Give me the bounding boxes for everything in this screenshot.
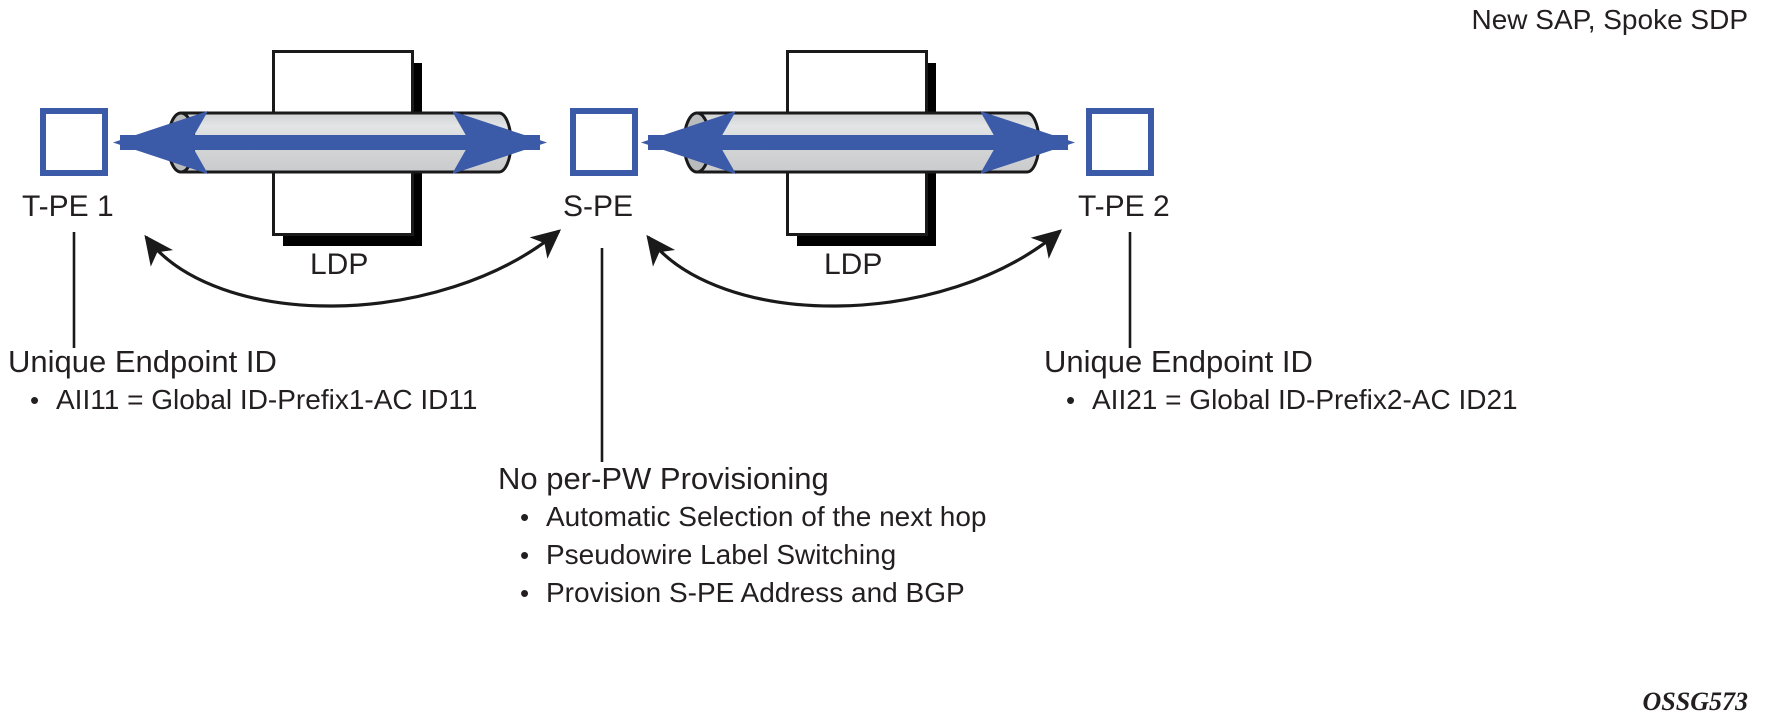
node-tpe2-label: T-PE 2 xyxy=(1078,190,1170,223)
callout-center-bullet-2-text: Provision S-PE Address and BGP xyxy=(546,577,965,608)
callout-right-bullet-0-text: AII21 = Global ID-Prefix2-AC ID21 xyxy=(1092,384,1518,415)
callout-left-title: Unique Endpoint ID xyxy=(8,344,277,379)
callout-right-bullet-0: • AII21 = Global ID-Prefix2-AC ID21 xyxy=(1044,381,1518,419)
node-tpe2[interactable] xyxy=(1086,108,1154,176)
ldp-label-left: LDP xyxy=(310,248,369,281)
pseudowire-left xyxy=(113,111,547,174)
header-note: New SAP, Spoke SDP xyxy=(1471,4,1748,35)
callout-right-title: Unique Endpoint ID xyxy=(1044,344,1313,379)
bullet-marker-icon: • xyxy=(30,385,40,415)
callout-center-bullet-2: • Provision S-PE Address and BGP xyxy=(498,574,987,612)
bullet-marker-icon: • xyxy=(520,578,530,608)
callout-center-bullet-1: • Pseudowire Label Switching xyxy=(498,536,987,574)
signaling-arc-left xyxy=(144,229,562,308)
callout-center-bullet-1-text: Pseudowire Label Switching xyxy=(546,539,897,570)
node-spe[interactable] xyxy=(570,108,638,176)
callout-left-bullet-0: • AII11 = Global ID-Prefix1-AC ID11 xyxy=(8,381,477,419)
node-tpe1-label: T-PE 1 xyxy=(22,190,114,223)
callout-center: No per-PW Provisioning • Automatic Selec… xyxy=(498,460,987,612)
node-tpe1[interactable] xyxy=(40,108,108,176)
callout-center-title: No per-PW Provisioning xyxy=(498,461,829,496)
callout-center-bullet-0: • Automatic Selection of the next hop xyxy=(498,498,987,536)
node-spe-label: S-PE xyxy=(563,190,634,223)
bullet-marker-icon: • xyxy=(520,502,530,532)
callout-center-bullet-0-text: Automatic Selection of the next hop xyxy=(546,501,987,532)
callout-left: Unique Endpoint ID • AII11 = Global ID-P… xyxy=(8,343,477,419)
callout-right: Unique Endpoint ID • AII21 = Global ID-P… xyxy=(1044,343,1518,419)
bullet-marker-icon: • xyxy=(520,540,530,570)
pseudowire-right xyxy=(641,111,1075,174)
ldp-label-right: LDP xyxy=(824,248,883,281)
bullet-marker-icon: • xyxy=(1066,385,1076,415)
footer-tag: OSSG573 xyxy=(1642,687,1748,716)
callout-left-bullet-0-text: AII11 = Global ID-Prefix1-AC ID11 xyxy=(56,384,478,415)
signaling-arc-right xyxy=(646,229,1063,308)
